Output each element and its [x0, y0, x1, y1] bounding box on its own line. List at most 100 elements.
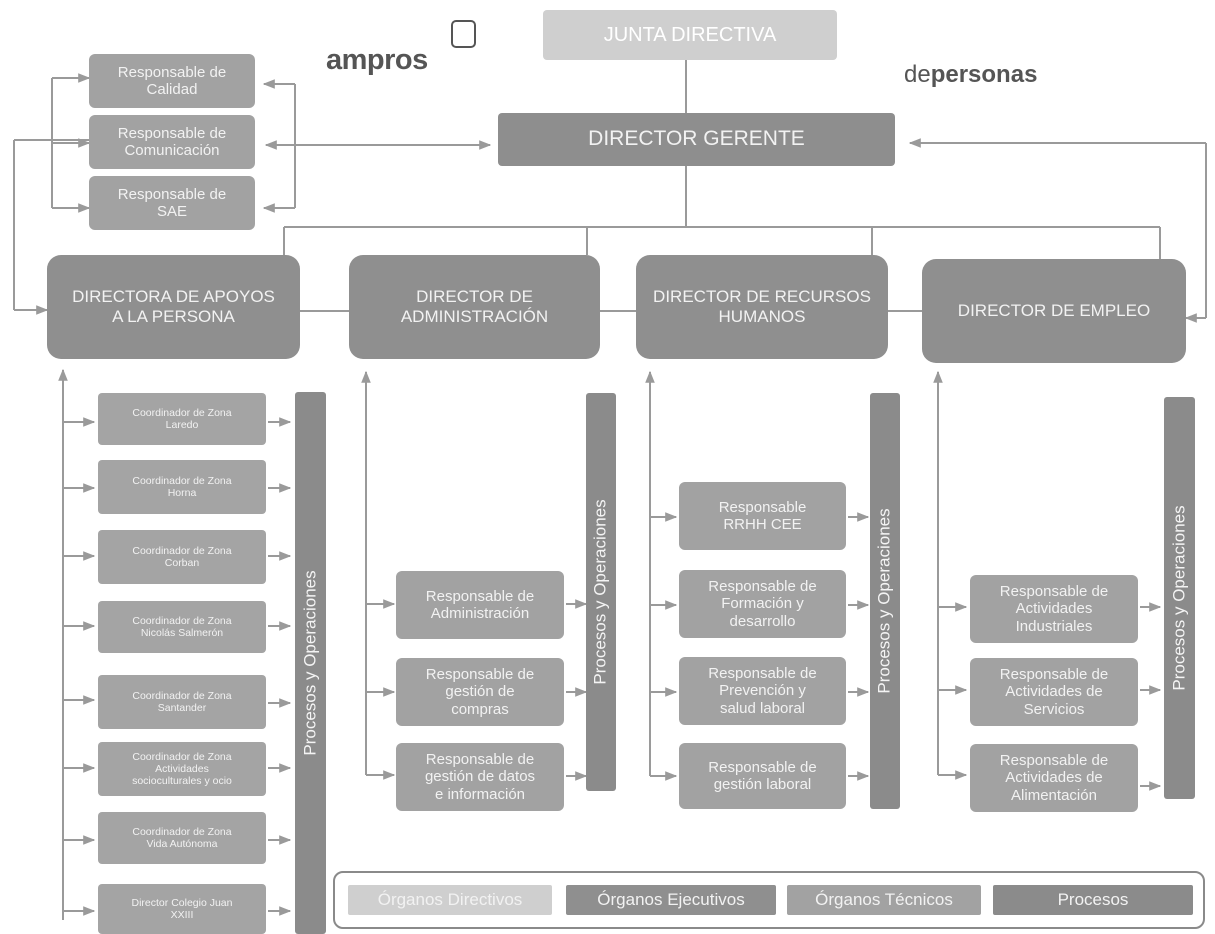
item-line1: Responsable de — [425, 587, 535, 605]
item-line3: desarrollo — [729, 612, 796, 630]
item-line3: salud laboral — [719, 699, 806, 717]
ampros-logo: ampros — [326, 44, 428, 76]
item-line1: Coordinador de Zona — [132, 825, 232, 838]
director-gerente-box: DIRECTOR GERENTE — [498, 113, 895, 166]
process-bar-label: Procesos y Operaciones — [300, 570, 320, 756]
staff-line2: Comunicación — [124, 142, 220, 159]
item-line2: Actividades de — [1005, 683, 1103, 701]
item-line2: Laredo — [165, 419, 199, 431]
item-line3: Servicios — [1023, 700, 1085, 718]
item-line2: Corban — [164, 557, 200, 569]
legend-item-directivos: Órganos Directivos — [348, 885, 552, 915]
item-line1: Responsable de — [999, 666, 1109, 684]
item-line2: gestión de datos — [424, 768, 536, 786]
item-line1: Coordinador de Zona — [132, 750, 232, 763]
item-line2: Actividades — [1015, 600, 1093, 618]
item-line2: RRHH CEE — [723, 516, 802, 533]
director-line1: DIRECTOR DE EMPLEO — [957, 301, 1151, 321]
item-line3: Alimentación — [1011, 786, 1097, 804]
item-line1: Responsable de — [425, 751, 535, 769]
item-line1: Coordinador de Zona — [132, 474, 232, 487]
item-line1: Director Colegio Juan — [131, 896, 233, 909]
process-bar-rrhh: Procesos y Operaciones — [870, 393, 900, 809]
item-line1: Responsable de — [999, 583, 1109, 601]
item-line3: Industriales — [1015, 617, 1093, 635]
depersonas-logo-prefix: de — [904, 61, 931, 88]
item-line1: Coordinador de Zona — [132, 689, 232, 702]
depersonas-logo-bold: personas — [930, 61, 1038, 88]
director-line2: ADMINISTRACIÓN — [400, 307, 549, 326]
item-line2: Actividades de — [1005, 769, 1103, 787]
item-line1: Responsable de — [708, 578, 817, 596]
item-line2: gestión de — [445, 683, 515, 701]
item-line2: XXIII — [170, 909, 194, 921]
item-line2: Actividades — [155, 762, 209, 775]
item-line2: Prevención y — [719, 682, 806, 700]
director-line1: DIRECTORA DE APOYOS — [72, 287, 275, 307]
item-line2: Santander — [157, 702, 207, 714]
item-line3: e información — [434, 785, 526, 803]
item-line2: Administración — [430, 605, 530, 622]
ampros-logo-square-icon — [451, 20, 476, 48]
item-line1: Responsable — [718, 498, 807, 516]
legend-label: Órganos Directivos — [377, 890, 523, 910]
item-line3: compras — [451, 700, 509, 718]
item-line1: Responsable de — [999, 752, 1109, 770]
junta-directiva-box: JUNTA DIRECTIVA — [543, 10, 837, 60]
item-line2: Formación y — [721, 595, 804, 613]
director-gerente-label: DIRECTOR GERENTE — [588, 127, 805, 151]
process-bar-label: Procesos y Operaciones — [875, 508, 895, 694]
legend-label: Órganos Ejecutivos — [597, 890, 745, 910]
legend-item-tecnicos: Órganos Técnicos — [787, 885, 981, 915]
item-line1: Responsable de — [708, 665, 817, 683]
process-bar-empleo: Procesos y Operaciones — [1164, 397, 1195, 799]
item-line2: Horna — [167, 487, 197, 499]
director-line1: DIRECTOR DE — [416, 287, 533, 307]
staff-line1: Responsable de — [117, 185, 227, 203]
item-line1: Coordinador de Zona — [132, 614, 232, 627]
director-line1: DIRECTOR DE RECURSOS — [653, 287, 871, 307]
process-bar-label: Procesos y Operaciones — [591, 499, 611, 685]
process-bar-apoyos: Procesos y Operaciones — [295, 392, 326, 934]
legend-label: Órganos Técnicos — [815, 890, 953, 910]
item-line2: Nicolás Salmerón — [140, 627, 224, 639]
legend-item-procesos: Procesos — [993, 885, 1193, 915]
legend-label: Procesos — [1057, 890, 1129, 910]
junta-directiva-label: JUNTA DIRECTIVA — [603, 23, 777, 46]
staff-line1: Responsable de — [117, 63, 227, 81]
item-line1: Coordinador de Zona — [132, 544, 232, 557]
director-line2: A LA PERSONA — [112, 307, 235, 326]
item-line1: Responsable de — [708, 758, 817, 776]
staff-line1: Responsable de — [117, 124, 227, 142]
staff-line2: SAE — [156, 203, 187, 220]
item-line1: Coordinador de Zona — [132, 406, 232, 419]
staff-line2: Calidad — [146, 81, 198, 98]
director-line2: HUMANOS — [718, 307, 806, 326]
legend-item-ejecutivos: Órganos Ejecutivos — [566, 885, 776, 915]
director-empleo-box: DIRECTOR DE EMPLEO — [922, 259, 1186, 363]
